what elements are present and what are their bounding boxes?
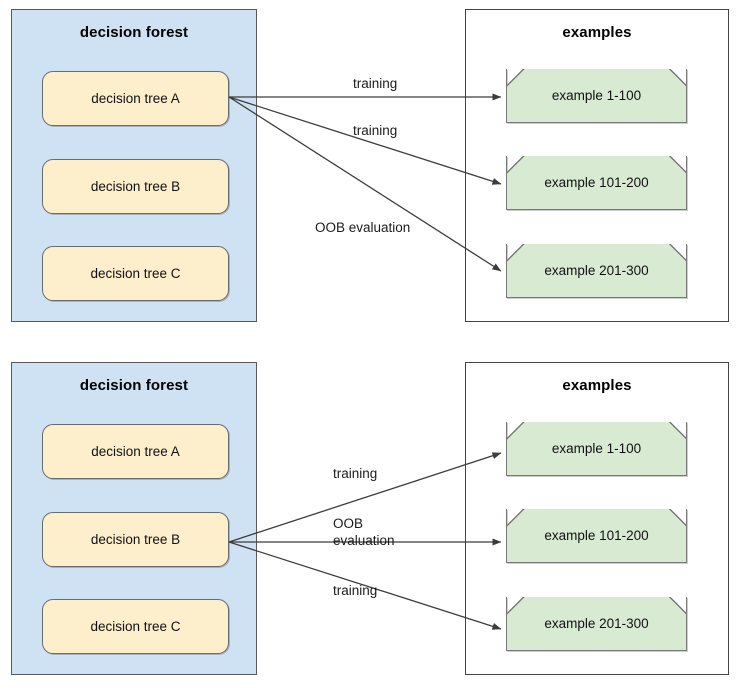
example-card-101-200-top[interactable]: example 101-200: [506, 156, 687, 210]
tree-card-b-bottom[interactable]: decision tree B: [42, 512, 229, 567]
tree-card-label: decision tree A: [91, 444, 180, 459]
example-card-label: example 101-200: [544, 175, 649, 190]
edge-label-oob-evaluation-bottom: OOB evaluation: [333, 515, 395, 549]
tree-card-a-bottom[interactable]: decision tree A: [42, 424, 229, 479]
example-card-label: example 201-300: [544, 616, 649, 631]
decision-forest-title-top: decision forest: [79, 24, 189, 41]
decision-forest-title-bottom: decision forest: [79, 377, 189, 394]
edge-label-line: evaluation: [333, 533, 395, 548]
example-card-101-200-bottom[interactable]: example 101-200: [506, 509, 687, 563]
edge-label-training-1-top: training: [353, 76, 397, 92]
edge-label-oob-evaluation-top: OOB evaluation: [315, 220, 410, 236]
edge-label-training-2-top: training: [353, 123, 397, 139]
edge-label-line: training: [333, 466, 378, 481]
tree-card-label: decision tree A: [91, 91, 180, 106]
examples-container-bottom: examples example 1-100 example 101-200 e…: [465, 362, 729, 675]
tree-card-label: decision tree C: [90, 619, 181, 634]
example-card-label: example 201-300: [544, 263, 649, 278]
tree-card-label: decision tree B: [90, 179, 181, 194]
example-card-201-300-bottom[interactable]: example 201-300: [506, 597, 687, 651]
tree-card-b-top[interactable]: decision tree B: [42, 159, 229, 214]
edge-label-line: training: [333, 583, 378, 598]
edge-label-line: training: [353, 76, 398, 91]
tree-card-a-top[interactable]: decision tree A: [42, 71, 229, 126]
decision-forest-container-top: decision forest decision tree A decision…: [11, 9, 257, 322]
example-card-label: example 1-100: [551, 88, 642, 103]
tree-card-label: decision tree C: [90, 266, 181, 281]
diagram-top: decision forest decision tree A decision…: [0, 0, 737, 340]
edge-label-line: OOB evaluation: [315, 220, 411, 235]
diagram-bottom: decision forest decision tree A decision…: [0, 353, 737, 685]
decision-forest-container-bottom: decision forest decision tree A decision…: [11, 362, 257, 675]
arrow-tree-a-to-example-101-200: [228, 96, 502, 185]
example-card-201-300-top[interactable]: example 201-300: [506, 244, 687, 298]
example-card-label: example 1-100: [551, 441, 642, 456]
example-card-1-100-top[interactable]: example 1-100: [506, 69, 687, 123]
tree-card-c-bottom[interactable]: decision tree C: [42, 599, 229, 654]
example-card-1-100-bottom[interactable]: example 1-100: [506, 422, 687, 476]
examples-title-bottom: examples: [562, 377, 632, 394]
examples-title-top: examples: [562, 24, 632, 41]
edge-label-line: OOB: [333, 516, 364, 531]
example-card-label: example 101-200: [544, 528, 649, 543]
tree-card-label: decision tree B: [90, 532, 181, 547]
edge-label-line: training: [353, 123, 398, 138]
tree-card-c-top[interactable]: decision tree C: [42, 246, 229, 301]
edge-label-training-1-bottom: training: [333, 466, 377, 482]
examples-container-top: examples example 1-100 example 101-200 e…: [465, 9, 729, 322]
edge-label-training-2-bottom: training: [333, 583, 377, 599]
